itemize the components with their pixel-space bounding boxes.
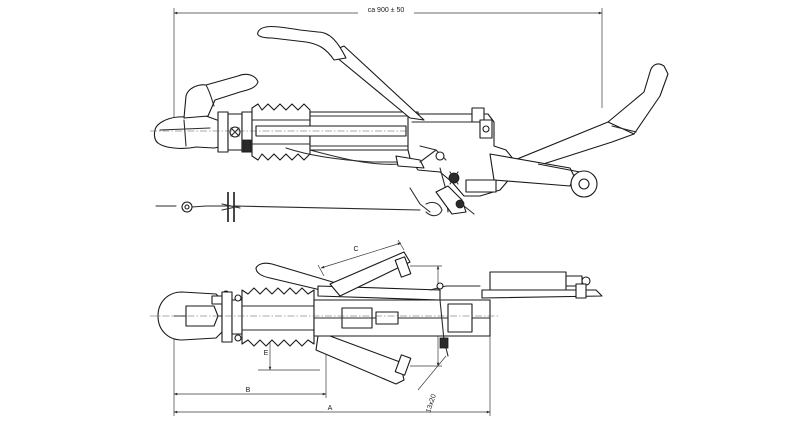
dimension-c: C — [317, 239, 405, 277]
coupling-flange — [217, 111, 253, 153]
brake-cable — [285, 147, 475, 217]
breakaway-cable — [155, 192, 421, 222]
gas-spring-top — [481, 271, 603, 299]
raised-handbrake-lever — [499, 63, 669, 177]
thread-dimension: 13x20 — [417, 355, 447, 414]
housing-top — [150, 287, 500, 385]
flange-top — [221, 291, 243, 343]
dimension-b: B — [173, 340, 327, 398]
dimension-a-label: A — [328, 405, 333, 412]
bellows-top — [241, 287, 315, 347]
brake-rod-top — [429, 282, 481, 357]
top-view: A B C D E — [150, 239, 603, 416]
main-housing — [407, 107, 515, 197]
side-view: ca 900 ± 50 — [150, 5, 669, 222]
dimension-e-label: E — [264, 350, 269, 357]
coupling-head — [153, 73, 259, 149]
thread-dimension-label: 13x20 — [425, 393, 438, 413]
dimension-b-label: B — [246, 387, 251, 394]
dimension-c-label: C — [353, 246, 358, 253]
upper-handbrake-lever — [257, 25, 425, 121]
gas-spring — [465, 153, 598, 198]
overall-length-dimension: ca 900 ± 50 — [173, 5, 603, 138]
overall-length-label: ca 900 ± 50 — [368, 7, 405, 14]
handbrake-lever-top — [255, 251, 441, 376]
draw-tube — [150, 111, 480, 151]
